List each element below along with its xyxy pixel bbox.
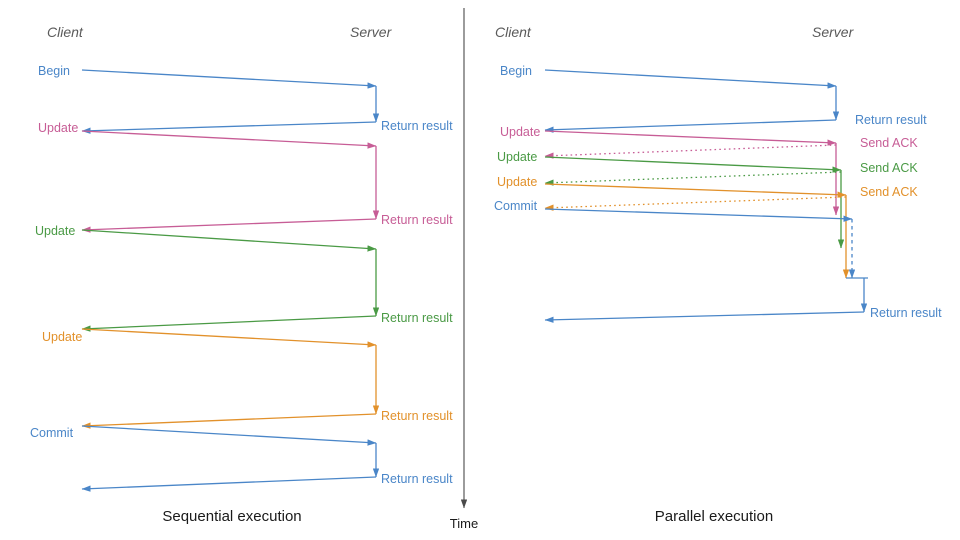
message-label-begin-return: Return result — [855, 113, 927, 127]
message-label-begin-request: Begin — [38, 64, 70, 78]
message-update3-request: Update — [497, 175, 847, 198]
message-label-update1-request: Update — [500, 125, 540, 139]
message-update2-request: Update — [497, 150, 842, 173]
message-begin-return: Return result — [544, 113, 927, 133]
message-arrow — [81, 130, 377, 149]
message-arrow — [81, 425, 377, 446]
message-label-update1-ack: Send ACK — [860, 136, 918, 150]
message-arrow — [81, 476, 377, 492]
message-arrow — [544, 119, 837, 133]
message-commit-return: Return result — [81, 472, 453, 492]
time-axis-label: Time — [450, 516, 478, 531]
message-begin-return: Return result — [81, 119, 453, 134]
message-arrow — [81, 315, 377, 332]
message-update2-ack: Send ACK — [544, 161, 918, 186]
message-arrow — [544, 130, 837, 146]
message-label-update3-request: Update — [42, 330, 82, 344]
message-label-begin-request: Begin — [500, 64, 532, 78]
lane-title-server: Server — [812, 24, 855, 40]
message-label-update2-return: Return result — [381, 311, 453, 325]
message-arrow — [544, 156, 842, 173]
message-label-commit-request: Commit — [494, 199, 538, 213]
panel-caption-sequential: Sequential execution — [162, 508, 301, 525]
message-begin-request: Begin — [38, 64, 377, 89]
message-arrow — [81, 229, 377, 252]
message-arrow — [544, 208, 853, 222]
message-label-update3-ack: Send ACK — [860, 185, 918, 199]
message-update3-return: Return result — [81, 409, 453, 429]
message-label-begin-return: Return result — [381, 119, 453, 133]
message-label-commit-request: Commit — [30, 426, 74, 440]
message-label-update1-return: Return result — [381, 213, 453, 227]
message-update2-request: Update — [35, 224, 377, 252]
message-commit-request: Commit — [494, 199, 853, 222]
message-arrow — [81, 218, 377, 233]
message-commit-request: Commit — [30, 425, 377, 446]
message-arrow — [544, 171, 842, 186]
message-update1-request: Update — [500, 125, 837, 146]
panel-caption-parallel: Parallel execution — [655, 508, 773, 525]
lane-title-client: Client — [47, 24, 84, 40]
message-update1-ack: Send ACK — [544, 136, 918, 159]
message-arrow — [544, 144, 837, 159]
lane-title-client: Client — [495, 24, 532, 40]
message-label-update1-request: Update — [38, 121, 78, 135]
message-label-update3-return: Return result — [381, 409, 453, 423]
message-label-update2-request: Update — [35, 224, 75, 238]
message-arrow — [544, 196, 847, 211]
message-arrow — [81, 413, 377, 429]
message-update3-request: Update — [42, 328, 377, 348]
message-label-update3-request: Update — [497, 175, 537, 189]
message-update1-return: Return result — [81, 213, 453, 233]
message-arrow — [544, 183, 847, 198]
lane-title-server: Server — [350, 24, 393, 40]
message-arrow — [544, 311, 865, 323]
message-label-commit-return: Return result — [381, 472, 453, 486]
message-label-update2-ack: Send ACK — [860, 161, 918, 175]
message-update1-request: Update — [38, 121, 377, 149]
time-axis-group: Time — [450, 8, 478, 531]
message-arrow — [544, 69, 837, 89]
message-label-update2-request: Update — [497, 150, 537, 164]
message-update2-return: Return result — [81, 311, 453, 332]
message-label-commit-return: Return result — [870, 306, 942, 320]
message-arrow — [81, 69, 377, 89]
message-arrow — [81, 328, 377, 348]
message-arrow — [81, 121, 377, 134]
message-commit-return: Return result — [544, 306, 942, 323]
message-update3-ack: Send ACK — [544, 185, 918, 211]
message-begin-request: Begin — [500, 64, 837, 89]
